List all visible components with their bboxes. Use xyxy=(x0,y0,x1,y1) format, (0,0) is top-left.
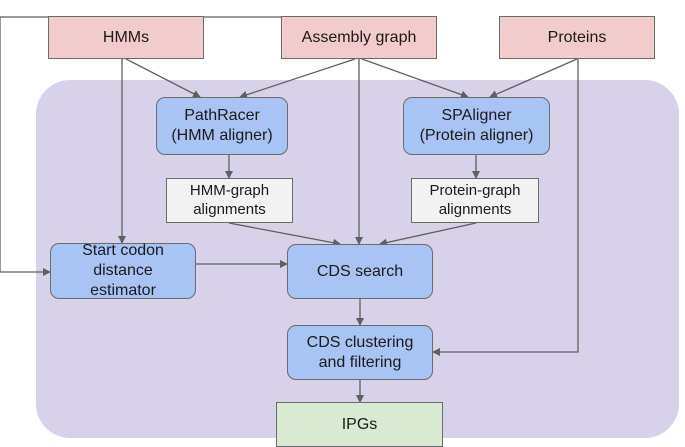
cds-clustering-node: CDS clustering and filtering xyxy=(287,325,433,380)
ipgs-node: IPGs xyxy=(276,402,443,447)
cds-search-label: CDS search xyxy=(316,262,404,280)
edge-hmms-to-pathracer xyxy=(125,58,201,98)
hmms-node: HMMs xyxy=(48,16,204,59)
hmm-graph-alignments-node: HMM-graph alignments xyxy=(166,178,293,223)
edge-assembly-graph-to-spaligner xyxy=(361,58,469,99)
cds-search-node: CDS search xyxy=(287,244,433,299)
proteins-label: Proteins xyxy=(547,28,607,46)
hmm-graph-alignments-label: HMM-graph alignments xyxy=(189,181,270,218)
cds-clustering-label: CDS clustering and filtering xyxy=(306,333,414,371)
edge-protein-graph-alignments-to-cds-search xyxy=(379,222,477,247)
edge-assembly-graph-to-pathracer xyxy=(239,58,356,99)
edge-hmm-graph-alignments-to-cds-search xyxy=(228,222,341,247)
pathracer-label: PathRacer (HMM aligner) xyxy=(171,107,273,144)
start-codon-estimator-label: Start codon distance estimator xyxy=(82,242,164,299)
edge-proteins-to-cds-clustering xyxy=(432,59,579,356)
proteins-node: Proteins xyxy=(499,16,655,59)
hmms-label: HMMs xyxy=(102,28,150,46)
protein-graph-alignments-label: Protein-graph alignments xyxy=(429,181,521,218)
pathracer-node: PathRacer (HMM aligner) xyxy=(156,97,288,155)
edge-proteins-to-spaligner xyxy=(489,58,578,98)
protein-graph-alignments-node: Protein-graph alignments xyxy=(411,178,539,223)
spaligner-label: SPAligner (Protein aligner) xyxy=(419,107,534,144)
spaligner-node: SPAligner (Protein aligner) xyxy=(403,97,550,155)
ipgs-label: IPGs xyxy=(341,415,378,433)
assembly-graph-label: Assembly graph xyxy=(301,28,417,46)
start-codon-estimator-node: Start codon distance estimator xyxy=(50,242,196,299)
assembly-graph-node: Assembly graph xyxy=(281,16,437,59)
